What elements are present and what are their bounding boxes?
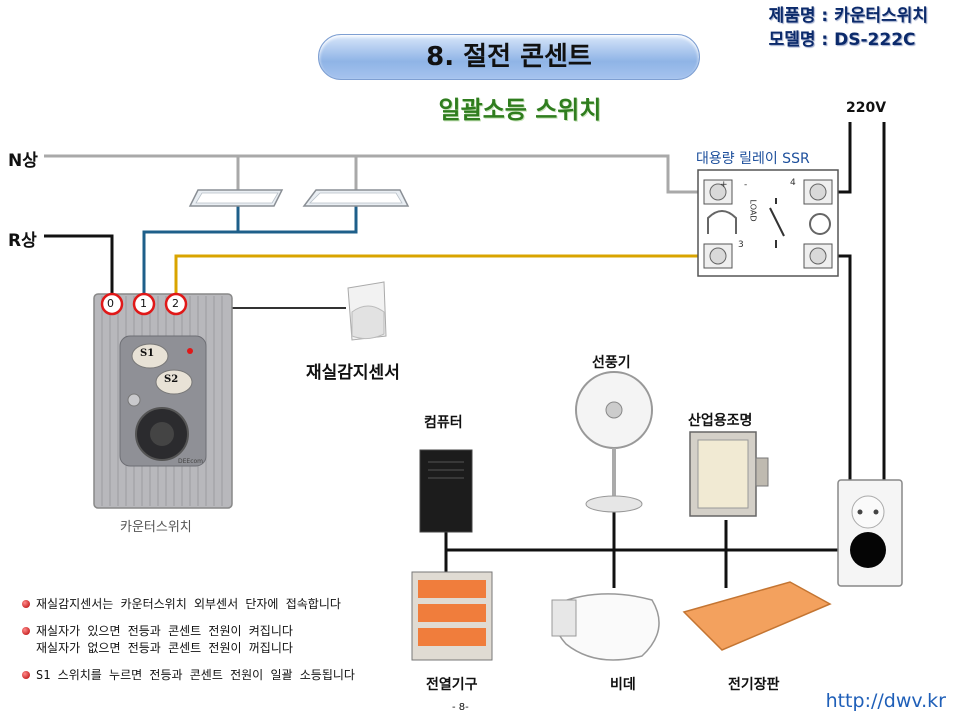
- r-phase-label: R상: [8, 231, 37, 251]
- computer-label: 컴퓨터: [424, 415, 463, 431]
- occupancy-sensor: [347, 281, 387, 341]
- heater: [411, 571, 493, 661]
- industrial-light: [689, 431, 769, 517]
- ssr-load-wire: [818, 254, 852, 482]
- note-text: 재실자가 없으면 전등과 콘센트 전원이 꺼집니다: [36, 641, 293, 655]
- terminal-0: [100, 292, 124, 316]
- heating-pad: [682, 581, 832, 651]
- n-phase-label: N상: [8, 151, 38, 171]
- product-info: 제품명 : 카운터스위치 모델명 : DS-222C: [769, 4, 928, 52]
- sensor-label: 재실감지센서: [306, 363, 400, 383]
- counter-switch: [93, 293, 233, 509]
- bidet-label: 비데: [610, 677, 636, 693]
- ssr-load-mark: LOAD: [748, 199, 758, 222]
- terminal-0-label: 0: [107, 297, 114, 310]
- r-phase-wire: [44, 234, 114, 296]
- ssr-relay: [697, 169, 839, 277]
- bullet-icon: [22, 627, 30, 635]
- switch-button-s1: S1: [140, 348, 155, 359]
- page-title: 8. 절전 콘센트: [318, 34, 700, 80]
- note-text: 재실자가 있으면 전등과 콘센트 전원이 켜집니다: [36, 624, 293, 638]
- industrial-light-label: 산업용조명: [688, 413, 753, 429]
- fan: [575, 371, 653, 513]
- note-text: 재실감지센서는 카운터스위치 외부센서 단자에 접속합니다: [36, 597, 341, 611]
- page-subtitle: 일괄소등 스위치: [438, 96, 602, 124]
- bidet: [551, 593, 660, 661]
- terminal-1: [132, 292, 156, 316]
- note-item: S1 스위치를 누르면 전등과 콘센트 전원이 일괄 소등됩니다: [22, 667, 355, 684]
- page-number: - 8-: [452, 702, 469, 713]
- heating-pad-label: 전기장판: [728, 677, 780, 693]
- heater-label: 전열기구: [426, 677, 478, 693]
- n-phase-wire: [44, 154, 712, 194]
- bullet-icon: [22, 671, 30, 679]
- switch-caption: 카운터스위치: [120, 520, 192, 535]
- computer: [419, 449, 473, 533]
- site-url[interactable]: http://dwv.kr: [825, 690, 946, 712]
- switch-brand: DEEcom: [178, 458, 204, 465]
- ssr-minus-mark: -: [744, 180, 748, 190]
- fan-label: 선풍기: [592, 355, 631, 371]
- ceiling-lamp-1: [188, 189, 284, 207]
- ssr-4-mark: 4: [790, 178, 796, 188]
- ssr-label: 대용량 릴레이 SSR: [696, 151, 810, 167]
- notes-list: 재실감지센서는 카운터스위치 외부센서 단자에 접속합니다 재실자가 있으면 전…: [22, 596, 355, 694]
- product-name: 제품명 : 카운터스위치: [768, 6, 928, 26]
- note-item: 재실감지센서는 카운터스위치 외부센서 단자에 접속합니다: [22, 596, 355, 613]
- bullet-icon: [22, 600, 30, 608]
- model-name: 모델명 : DS-222C: [768, 30, 916, 50]
- ssr-plus-mark: +: [720, 180, 728, 190]
- note-text: S1 스위치를 누르면 전등과 콘센트 전원이 일괄 소등됩니다: [36, 668, 355, 682]
- voltage-label: 220V: [846, 100, 887, 116]
- ceiling-lamp-2: [302, 189, 410, 207]
- lamp-feed-wire: [142, 206, 358, 296]
- ssr-control-wire: [174, 254, 716, 296]
- ssr-3-mark: 3: [738, 240, 744, 250]
- switch-button-s2: S2: [164, 374, 179, 385]
- terminal-2: [164, 292, 188, 316]
- note-item: 재실자가 있으면 전등과 콘센트 전원이 켜집니다 재실자가 없으면 전등과 콘…: [22, 623, 355, 657]
- terminal-1-label: 1: [140, 297, 147, 310]
- wall-outlet: [837, 479, 903, 587]
- terminal-2-label: 2: [172, 297, 179, 310]
